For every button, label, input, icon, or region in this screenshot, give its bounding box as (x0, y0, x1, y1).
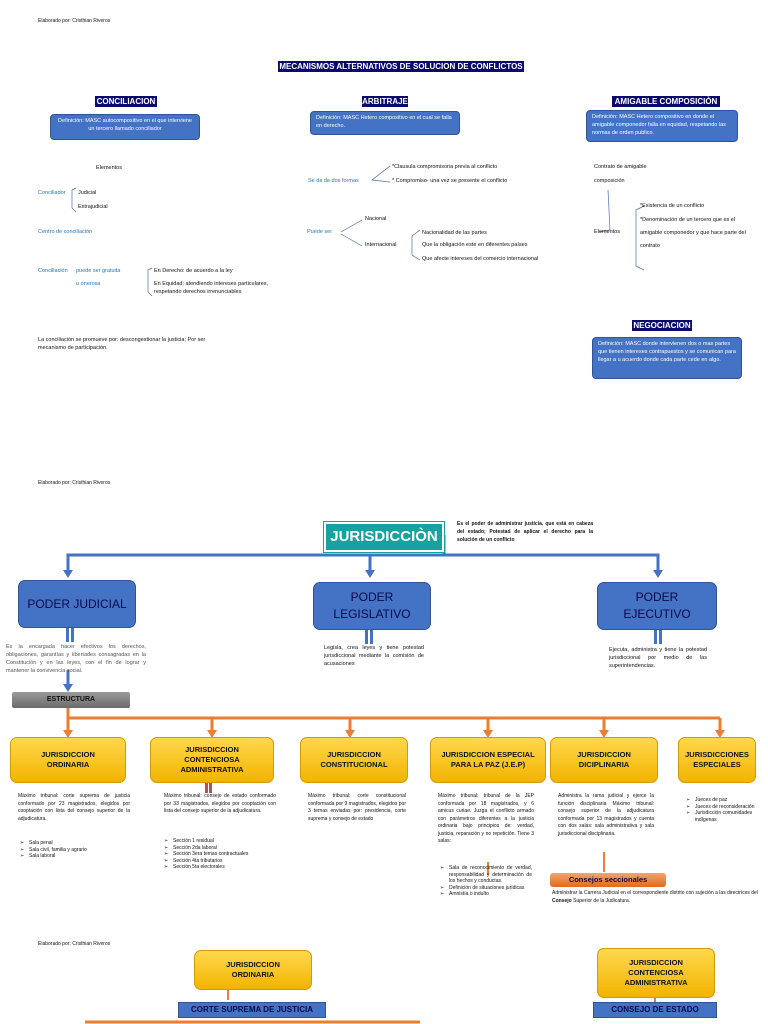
corte-suprema-label: CORTE SUPREMA DE JUSTICIA (178, 1002, 326, 1018)
list-item: Sección 1 residual (164, 838, 274, 845)
elementos-label: Elementos (96, 165, 122, 171)
ordinaria-description: Máximo tribunal: corte suprema de justic… (18, 793, 130, 822)
conciliacion-footer: La conciliación se promueve por: descong… (38, 337, 206, 351)
en-equidad-text: En Equidad: atendiendo intereses particu… (154, 281, 269, 295)
jurisdiccion-title: JURISDICCIÒN (323, 521, 445, 553)
puede-ser-label: Puede ser (307, 229, 333, 235)
consejos-desc-b: Consejo (552, 897, 572, 904)
int-item-3: Que afecte intereses del comercio intern… (422, 256, 539, 262)
contenciosa-list: Sección 1 residual Sección 2da laboral S… (164, 838, 274, 871)
list-item: Sala penal (20, 840, 130, 847)
negociacion-header: NEGOCIACION (632, 320, 692, 331)
jurisdiccion-contenciosa-box: JURISDICCION CONTENCIOSA ADMINISTRATIVA (150, 737, 274, 783)
nacional-label: Nacional (365, 216, 387, 222)
en-derecho-text: En Derecho: de acuerdo a la ley (154, 268, 233, 274)
list-item: Jurisdicción comunidades indígenas (686, 810, 762, 823)
ordinaria-list: Sala penal Sala civil, familia y agrario… (20, 840, 130, 860)
estructura-label: ESTRUCTURA (12, 692, 130, 708)
consejos-desc-a: Administrar la Carrera Judicial en el co… (552, 890, 758, 896)
list-item: Definición de situaciones jurídicas (440, 885, 532, 892)
list-item: Jueces de paz (686, 797, 762, 804)
jep-description: Máximo tribunal: tribunal de la JEP conf… (438, 793, 534, 844)
arbitraje-header: ARBITRAJE (362, 96, 408, 107)
list-item: Sala laboral (20, 853, 130, 860)
list-item: Amnistía o indulto (440, 891, 532, 898)
list-item: Jueces de reconsideración (686, 804, 762, 811)
internacional-label: Internacional (365, 242, 397, 248)
poder-ejecutivo-box: PODER EJECUTIVO (597, 582, 717, 630)
constitucional-description: Máximo tribunal: corte constitucional co… (308, 793, 406, 822)
int-item-2: Que la obligación este en diferentes paí… (422, 242, 528, 248)
jurisdiccion-disciplinaria-box: JURISDICCION DICIPLINARIA (550, 737, 658, 783)
conciliacion-definition: Definición: MASC autocompositivo en el q… (50, 114, 200, 140)
disciplinaria-description: Administra la rama judicial y ejerce la … (558, 793, 654, 837)
amigable-definition: Definición: MASC Hetero compositivo en d… (586, 110, 738, 142)
judicial-label: Judicial (78, 190, 97, 196)
list-item: Sección 5ta electorales (164, 864, 274, 871)
contrato-label-2: composición (594, 178, 625, 184)
list-item: Sección 2da laboral (164, 845, 274, 852)
jurisdiccion-definition: Es el poder de administrar justicia, que… (457, 521, 593, 543)
arbitraje-definition: Definición: MASC Hetero compositivo en e… (310, 111, 460, 135)
jurisdicciones-especiales-box: JURISDICCIONES ESPECIALES (678, 737, 756, 783)
page-title: MECANISMOS ALTERNATIVOS DE SOLUCION DE C… (278, 61, 524, 72)
p3-ordinaria-box: JURISDICCION ORDINARIA (194, 950, 312, 990)
author-note-3: Elaborado por: Cristhian Riveros (38, 941, 111, 947)
poder-legislativo-box: PODER LEGISLATIVO (313, 582, 431, 630)
gratuita-label-a: Conciliación (38, 268, 68, 274)
extrajudicial-label: Extrajudicial (78, 204, 108, 210)
consejos-description: Administrar la Carrera Judicial en el co… (552, 890, 758, 905)
dos-formas-label: Se da de dos formas (308, 178, 359, 184)
especiales-list: Jueces de paz Jueces de reconsideración … (686, 797, 762, 823)
gratuita-label-b: puede ser gratuita (76, 268, 121, 274)
amigable-elementos-label: Elementos (594, 229, 620, 235)
judicial-description: Es la encargada hacer efectivos los dere… (6, 644, 146, 674)
list-item: Sala civil, familia y agrario (20, 847, 130, 854)
negociacion-definition: Definición: MASC donde intervienen dos o… (592, 337, 742, 379)
amigable-elem-2: *Denominación de un tercero que es el am… (640, 217, 746, 249)
jurisdiccion-jep-box: JURISDICCION ESPECIAL PARA LA PAZ (J.E.P… (430, 737, 546, 783)
onerosa-label: u onerosa (76, 281, 101, 287)
amigable-elem-1: *Existencia de un conflicto (640, 203, 705, 209)
list-item: Sala de reconocimiento de verdad, respon… (440, 865, 532, 885)
ejecutivo-description: Ejecuta, administra y tiene la potestad … (609, 647, 707, 669)
contrato-label-1: Contrato de amigable (594, 164, 647, 170)
author-note-2: Elaborado por: Cristhian Riveros (38, 480, 111, 486)
jurisdiccion-ordinaria-box: JURISDICCION ORDINARIA (10, 737, 126, 783)
author-note: Elaborado por: Cristhian Riveros (38, 18, 111, 24)
jurisdiccion-constitucional-box: JURISDICCION CONSTITUCIONAL (300, 737, 408, 783)
consejo-estado-label: CONSEJO DE ESTADO (593, 1002, 717, 1018)
compromiso-text: * Compromiso- una vez se presente el con… (392, 178, 508, 184)
contenciosa-description: Máximo tribunal: consejo de estado confo… (164, 793, 276, 814)
list-item: Sección 4ta tributarios (164, 858, 274, 865)
int-item-1: Nacionalidad de las partes (422, 230, 487, 236)
amigable-header: AMIGABLE COMPOSICIÒN (612, 96, 720, 107)
consejos-seccionales-box: Consejos seccionales (550, 873, 666, 887)
legislativo-description: Legisla, crea leyes y tiene potestad jur… (324, 645, 424, 667)
poder-judicial-box: PODER JUDICIAL (18, 580, 136, 628)
jep-list: Sala de reconocimiento de verdad, respon… (440, 865, 532, 898)
consejos-desc-c: Superior de la Judicatura. (571, 897, 631, 904)
p3-contenciosa-box: JURISDICCION CONTENCIOSA ADMINISTRATIVA (597, 948, 715, 998)
clausula-text: *Clausula compromisoria previa al confli… (392, 164, 498, 170)
conciliacion-header: CONCILIACION (95, 96, 157, 107)
centro-conciliacion-label: Centro de conciliación (38, 229, 93, 235)
list-item: Sección 3era temas contractuales (164, 851, 274, 858)
conciliador-label: Conciliador (38, 190, 66, 196)
